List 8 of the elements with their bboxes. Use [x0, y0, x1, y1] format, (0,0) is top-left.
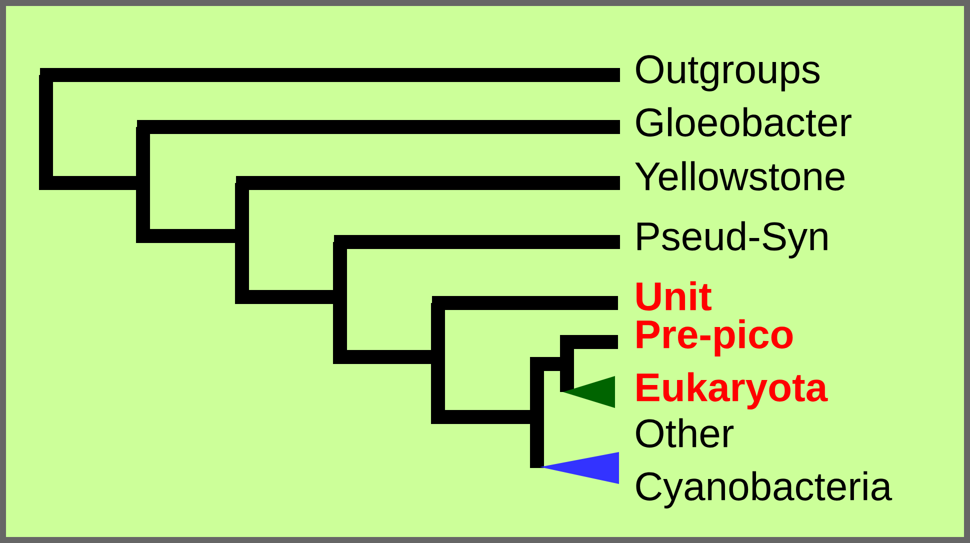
leaf-label: Pre-pico — [636, 319, 793, 356]
leaf-label: Gloeobacter — [636, 107, 852, 137]
leaf-label: Pseud-Syn — [637, 221, 828, 258]
leaf-label: Unit — [636, 281, 712, 311]
leaf-label: Other Cyanobacteria — [636, 418, 892, 508]
leaf-label: Eukaryota — [636, 372, 828, 410]
leaf-label: Outgroups — [636, 55, 820, 92]
leaf-label: Yellowstone — [635, 161, 844, 191]
